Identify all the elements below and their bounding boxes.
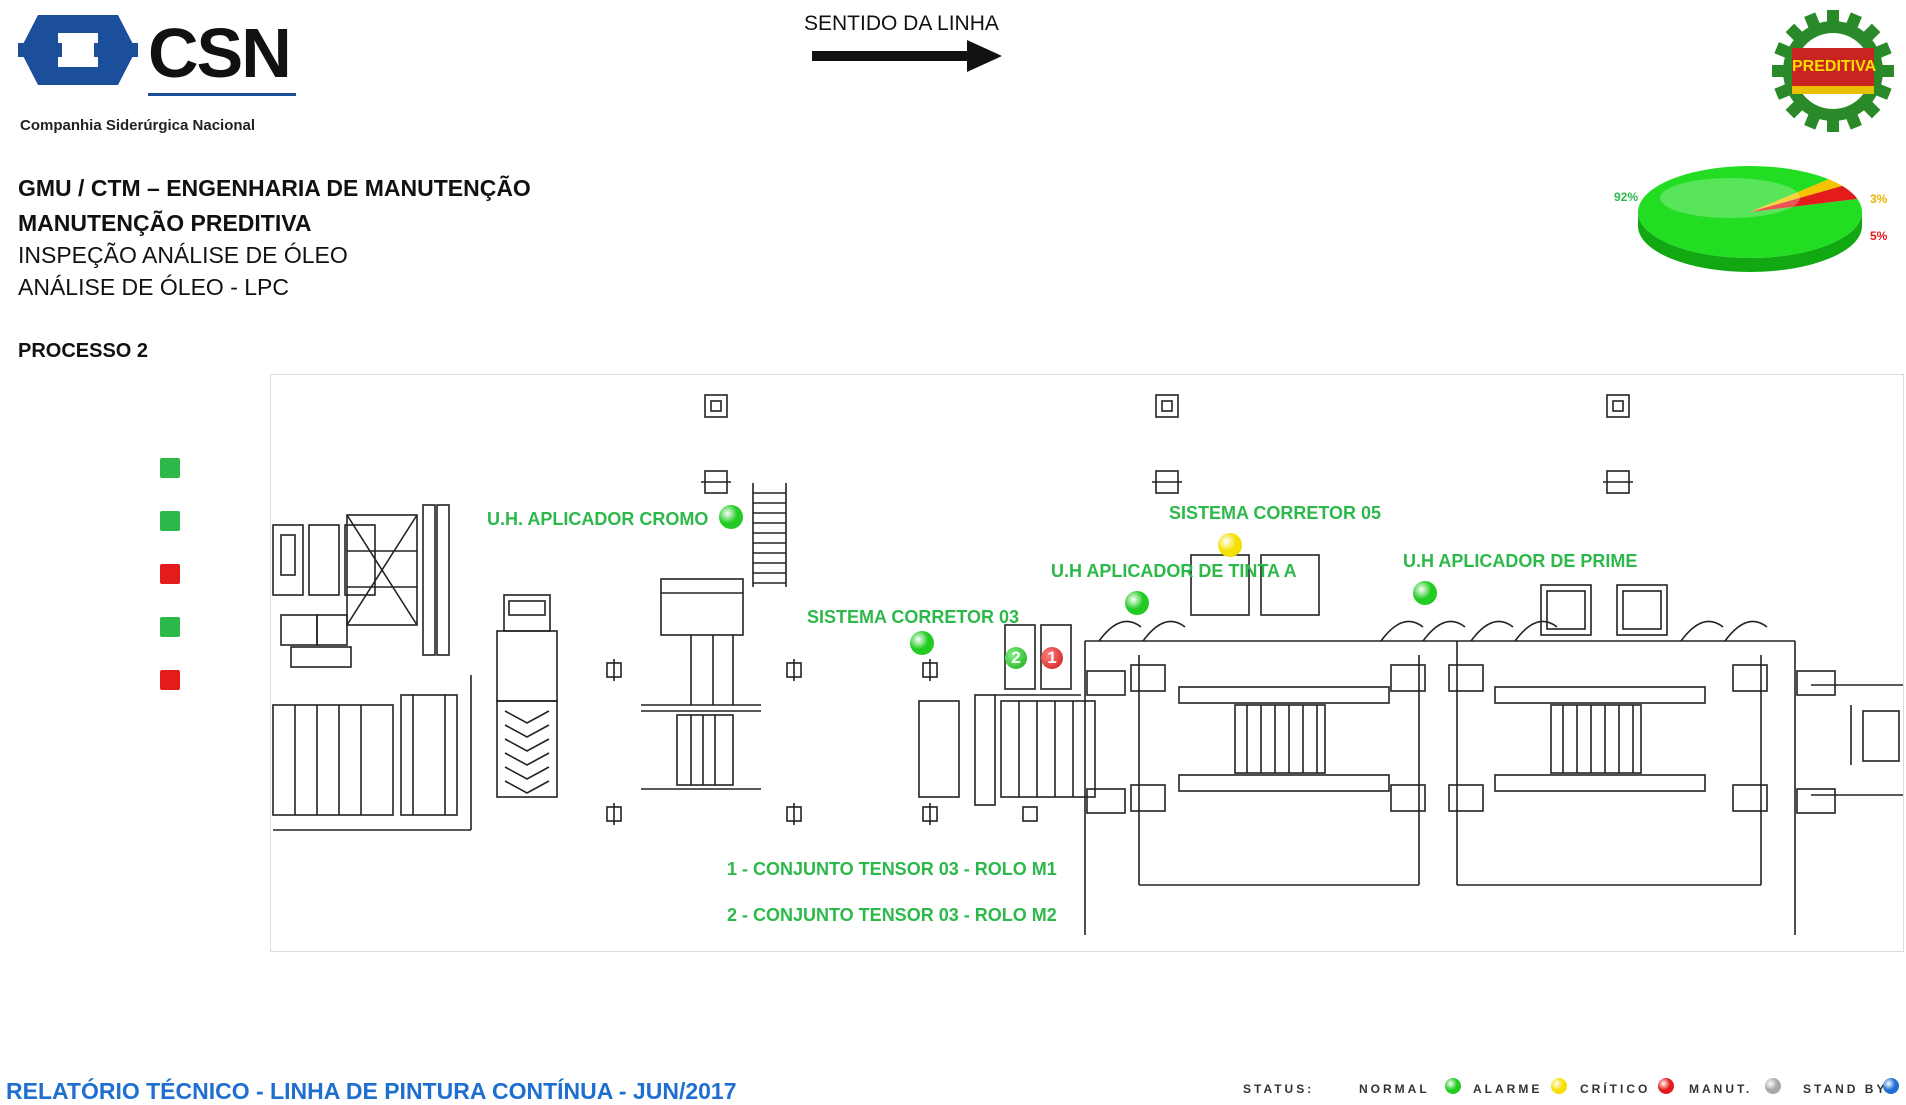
company-full-name: Companhia Siderúrgica Nacional <box>20 117 256 134</box>
status-ball-chromo[interactable] <box>719 505 743 529</box>
label-corretor05: SISTEMA CORRETOR 05 <box>1169 503 1382 523</box>
legend-standby-icon <box>1883 1078 1899 1094</box>
csn-logo-text: CSN <box>148 14 292 92</box>
header-line3: INSPEÇÃO ANÁLISE DE ÓLEO <box>18 242 348 268</box>
process-title: PROCESSO 2 <box>18 340 149 362</box>
pie-label-normal: 92% <box>1614 190 1639 204</box>
header-line2: MANUTENÇÃO PREDITIVA <box>18 210 312 236</box>
legend-status-label: STATUS: <box>1243 1082 1315 1096</box>
company-logo: CSN Companhia Siderúrgica Nacional <box>18 5 308 135</box>
status-ball-prime[interactable] <box>1413 581 1437 605</box>
legend-maint-icon <box>1765 1078 1781 1094</box>
header-line4: ANÁLISE DE ÓLEO - LPC <box>18 274 289 300</box>
entry-section <box>272 504 472 831</box>
legend-maint-label: MANUT. <box>1689 1082 1753 1096</box>
chrome-applicator <box>641 578 761 790</box>
pie-slice-1 <box>1750 179 1843 212</box>
legend-alarm-label: ALARME <box>1473 1082 1543 1096</box>
pie-side <box>1638 212 1862 272</box>
legend-critical-icon <box>1658 1078 1674 1094</box>
legend-critical-label: CRÍTICO <box>1580 1082 1651 1096</box>
stairway <box>752 483 787 587</box>
side-indicator-4 <box>160 617 180 637</box>
legend-standby-label: STAND BY <box>1803 1082 1888 1096</box>
status-ball-corretor03[interactable] <box>910 631 934 655</box>
footer-title: RELATÓRIO TÉCNICO - LINHA DE PINTURA CON… <box>6 1078 737 1104</box>
tensor-note-1: 1 - CONJUNTO TENSOR 03 - ROLO M1 <box>727 859 1057 879</box>
process-diagram: 2 1 U.H. APLICADOR CROMO SISTEMA CORRETO… <box>270 374 1904 952</box>
label-prime: U.H APLICADOR DE PRIME <box>1403 551 1638 571</box>
filter-unit <box>496 594 558 798</box>
process-line-drawing <box>272 394 1903 935</box>
side-indicator-2 <box>160 511 180 531</box>
line-direction-arrow-icon <box>812 40 1002 72</box>
side-indicator-5 <box>160 670 180 690</box>
preditiva-badge: PREDITIVA <box>1770 8 1896 134</box>
tensor-note-2: 2 - CONJUNTO TENSOR 03 - ROLO M2 <box>727 905 1057 925</box>
pie-highlight <box>1660 178 1800 218</box>
status-pie-chart: 92% 3% 5% <box>1600 150 1900 290</box>
gear-icon <box>1772 10 1894 132</box>
tensor-marker-2[interactable]: 2 <box>1005 647 1027 669</box>
badge-text: PREDITIVA <box>1792 58 1877 75</box>
status-ball-corretor05[interactable] <box>1218 533 1242 557</box>
label-chromo: U.H. APLICADOR CROMO <box>487 509 709 529</box>
logo-underline <box>148 93 296 96</box>
pie-label-critical: 5% <box>1870 229 1888 243</box>
label-corretor03: SISTEMA CORRETOR 03 <box>807 607 1020 627</box>
pie-slice-2 <box>1750 185 1858 212</box>
side-indicator-3 <box>160 564 180 584</box>
legend-normal-icon <box>1445 1078 1461 1094</box>
header-line1: GMU / CTM – ENGENHARIA DE MANUTENÇÃO <box>18 175 531 201</box>
legend-normal-label: NORMAL <box>1359 1082 1430 1096</box>
grid-markers <box>606 659 1038 825</box>
legend-alarm-icon <box>1551 1078 1567 1094</box>
column-markers <box>701 394 1633 494</box>
status-ball-tinta-a[interactable] <box>1125 591 1149 615</box>
tensor-section <box>918 624 1096 806</box>
line-direction-label: SENTIDO DA LINHA <box>804 12 999 35</box>
pie-label-alarm: 3% <box>1870 192 1888 206</box>
side-indicator-1 <box>160 458 180 478</box>
coating-section-frame <box>1084 554 1903 935</box>
status-legend: STATUS: NORMAL ALARME CRÍTICO MANUT. STA… <box>1243 1076 1903 1100</box>
tensor-marker-1[interactable]: 1 <box>1041 647 1063 669</box>
label-tinta-a: U.H APLICADOR DE TINTA A <box>1051 561 1297 581</box>
side-indicators <box>160 458 184 698</box>
pie-chart-svg <box>1638 166 1862 272</box>
csn-logo-icon <box>18 15 138 85</box>
